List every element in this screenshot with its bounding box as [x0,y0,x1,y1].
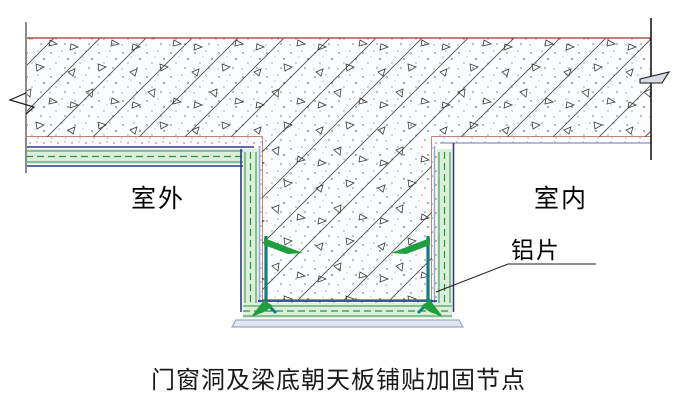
label-aluminium-sheet: 铝片 [511,238,561,264]
aluminium-leader [435,263,596,293]
break-symbols [8,18,671,173]
reinforcement-band-beam-soffit [230,300,465,328]
arrow-right-bottom-icon [421,300,443,317]
label-outdoor: 室外 [131,184,186,213]
leader-line-aluminium [435,263,596,293]
arrow-left-mid-icon [264,238,303,254]
beam-soffit-outer-finish [230,319,465,328]
anchor-direction-arrows [251,238,443,317]
figure-caption: 门窗洞及梁底朝天板铺贴加固节点 [151,366,526,394]
reinforcement-band-left [26,146,254,167]
arrow-left-bottom-icon [251,300,273,317]
label-indoor: 室内 [534,184,589,213]
concrete-section-body [26,37,651,301]
reinforcement-band-reveal-right [433,143,455,312]
break-symbol-left-icon [8,92,36,115]
break-symbol-right-icon [639,71,671,84]
arrow-right-mid-icon [391,238,430,254]
reinforcement-band-reveal-left [240,146,261,312]
